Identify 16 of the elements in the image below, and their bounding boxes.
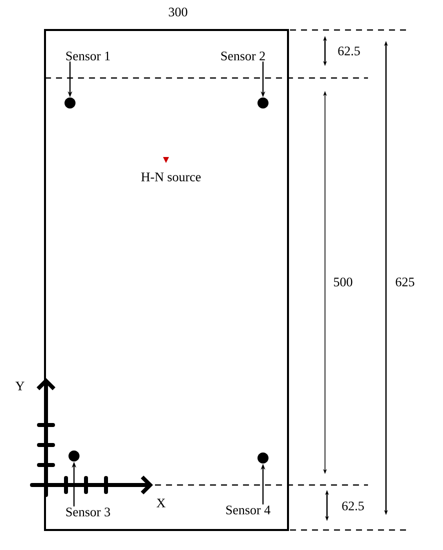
source-label: H-N source [141, 172, 201, 182]
sensor-dot [64, 98, 76, 108]
sensor-label: Sensor 2 [221, 52, 265, 60]
sensor-dot [68, 450, 80, 462]
dimension-label: 62.5 [342, 502, 364, 510]
axis-label: Y [15, 382, 24, 390]
dimension-label: 62.5 [338, 46, 360, 56]
sensor-label: Sensor 3 [66, 508, 110, 516]
sensor-label: Sensor 4 [226, 506, 270, 514]
dimension-label: 300 [168, 8, 188, 16]
dimension-label: 625 [396, 278, 414, 286]
sensor-label: Sensor 1 [66, 52, 110, 60]
dimension-label: 500 [334, 278, 352, 286]
sensor-dot [258, 452, 268, 464]
sensor-dot [258, 98, 268, 108]
axis-label: X [156, 498, 166, 508]
